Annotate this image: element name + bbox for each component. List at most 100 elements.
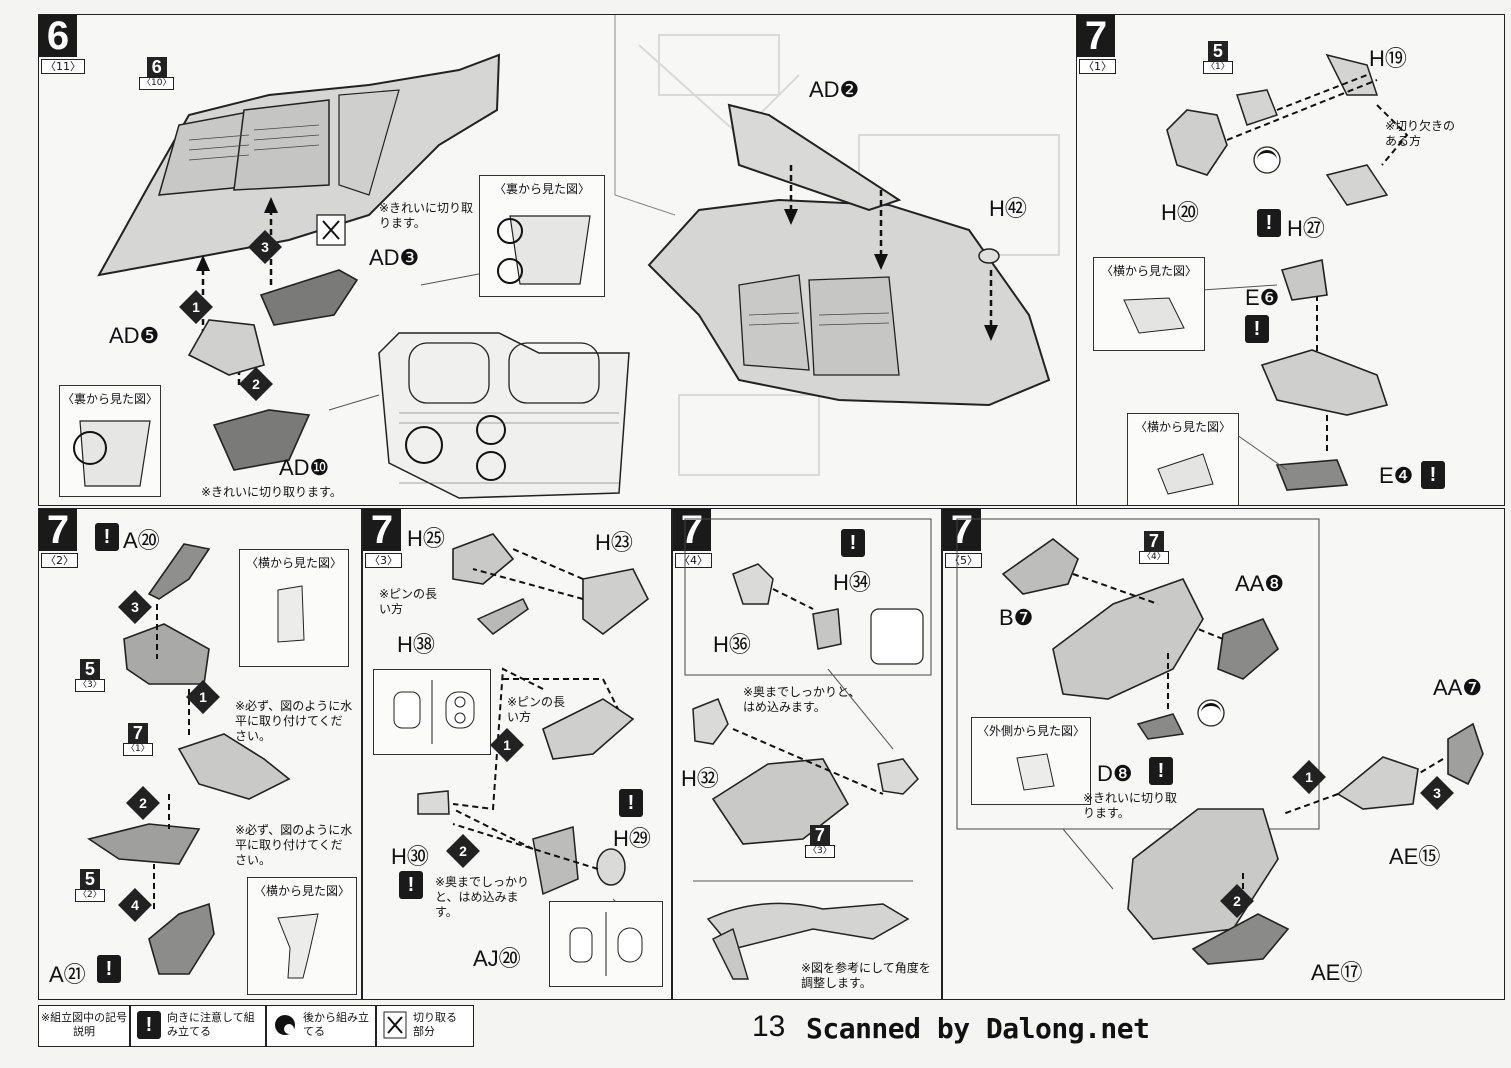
step-diamond-2: 2 [126,786,160,820]
exclamation-icon: ! [1149,757,1173,785]
legend-item-orientation: ! 向きに注意して組み立てる [130,1005,266,1047]
inset-title: 〈裏から見た図〉 [493,182,590,196]
step7-2-sub: 〈2〉 [41,553,78,568]
note-clean-cut-1: ※きれいに切り取ります。 [379,201,474,230]
step-diamond-1: 1 [490,728,524,762]
step7-4-ref: 7 〈3〉 [805,825,835,858]
scan-credit: Scanned by Dalong.net [806,1012,1150,1045]
step7-2-ref-1: 5 〈3〉 [75,659,105,692]
label-h32: H㉜ [681,766,719,791]
step7-1-ref: 5 〈1〉 [1203,41,1233,74]
ref-number: 7 [1143,531,1164,551]
step7-1-number: 7 [1077,15,1115,57]
label-ae17: AE⑰ [1311,960,1363,985]
ref-sub: 〈2〉 [75,889,105,902]
note-pin-long-1: ※ピンの長い方 [379,587,438,616]
label-h25: H㉕ [407,526,445,551]
label-a20: A⑳ [123,528,160,553]
label-a21: A㉑ [49,962,86,987]
step7-1-illustration [1166,53,1409,491]
inset-title: 〈横から見た図〉 [1134,420,1231,434]
note-push-in: ※奥までしっかりと、はめ込みます。 [743,685,861,714]
inset-title: 〈横から見た図〉 [245,556,342,570]
backpack-assembly-center [647,103,1051,407]
exclamation-icon: ! [97,955,121,983]
step7-5-panel: 7 〈5〉 7 〈4〉 B❼ AA❽ 〈外側から見た図〉 D❽ ! [942,508,1505,1000]
side-view-inset-1: 〈横から見た図〉 [239,549,349,667]
note-push-in: ※奥までしっかりと、はめ込みます。 [435,875,530,919]
ref-sub: 〈3〉 [75,679,105,692]
step7-4-sub: 〈4〉 [675,553,712,568]
label-d8: D❽ [1097,761,1133,786]
step6-sub: 〈11〉 [41,59,85,74]
step7-2-number: 7 [39,509,77,551]
label-aa7: AA❼ [1433,675,1483,700]
label-h38: H㊳ [397,632,435,657]
step7-4-panel: 7 〈4〉 ! H㉞ H㊱ ※奥までしっかりと、はめ込みます。 H㉜ 7 〈3〉… [672,508,942,1000]
legend-item-rear: 後から組み立てる [266,1005,376,1047]
legend-title: ※組立図中の記号説明 [38,1005,130,1047]
part-ad10 [212,409,311,471]
ref-sub: 〈3〉 [805,845,835,858]
step-diamond-4: 4 [118,888,152,922]
ref-number: 7 [809,825,830,845]
note-notch: ※切り欠きのある方 [1385,119,1456,148]
rear-view-inset-2: 〈裏から見た図〉 [59,385,161,497]
label-ae15: AE⑮ [1389,844,1441,869]
exclamation-icon: ! [399,871,423,899]
ref-sub: 〈1〉 [1203,61,1233,74]
outer-view-inset: 〈外側から見た図〉 [971,717,1091,805]
label-h36: H㊱ [713,632,751,657]
label-h30: H㉚ [391,844,429,869]
label-ad3: AD❸ [369,245,420,270]
legend-text: 向きに注意して組み立てる [167,1011,255,1038]
step7-4-illustration [684,518,932,980]
step-diamond-2: 2 [239,367,273,401]
step-diamond-3: 3 [1420,776,1454,810]
inset-title: 〈裏から見た図〉 [61,392,158,406]
part-h42 [978,248,1000,264]
step7-3-panel: 7 〈3〉 H㉕ H㉓ ※ピンの長い方 H㊳ ※ピンの長い方 1 2 H㉚ ! … [362,508,672,1000]
step7-1-sub: 〈1〉 [1079,59,1116,74]
pin-detail-inset [373,669,491,755]
step-diamond-1: 1 [1292,760,1326,794]
step7-3-number: 7 [363,509,401,551]
exclamation-icon: ! [841,529,865,557]
step7-1-panel: 7 〈1〉 5 〈1〉 H⑲ H⑳ ! H㉗ ※切り欠きのある方 E❻ ! E❹… [1076,14,1505,506]
legend-item-cut: 切り取る部分 [376,1005,474,1047]
ref-number: 5 [79,659,100,679]
step6-panel: 6 〈11〉 [38,14,1077,506]
note-pin-long-2: ※ピンの長い方 [507,695,566,724]
step6-number: 6 [39,15,77,57]
ref-sub: 〈10〉 [139,77,175,90]
note-adjust: ※図を参考にして角度を調整します。 [801,961,931,990]
step7-3-sub: 〈3〉 [365,553,402,568]
exclamation-icon: ! [1245,315,1269,343]
step6-illustration [97,15,1060,499]
label-ad10: AD❿ [279,455,330,480]
label-aj20: AJ⑳ [473,946,521,971]
ref-number: 6 [146,57,167,77]
step7-5-sub: 〈5〉 [945,553,982,568]
step7-3-illustration [417,533,650,920]
rear-view-inset-1: 〈裏から見た図〉 [479,175,605,297]
note-clean-cut: ※きれいに切り取ります。 [1083,791,1178,820]
ref-number: 7 [127,723,148,743]
step7-2-illustration [87,543,291,975]
part-ad5 [187,319,265,376]
exclamation-icon: ! [1421,461,1445,489]
symbol-legend: ※組立図中の記号説明 ! 向きに注意して組み立てる 後から組み立てる 切り取る部… [38,1005,474,1047]
inset-title: 〈横から見た図〉 [1100,264,1197,278]
step-diamond-3: 3 [248,230,282,264]
label-aa8: AA❽ [1235,571,1285,596]
label-e6: E❻ [1245,285,1280,310]
step7-2-ref-3: 5 〈2〉 [75,869,105,902]
side-view-inset-2: 〈横から見た図〉 [1127,413,1239,505]
note-clean-cut-2: ※きれいに切り取ります。 [201,485,342,499]
legend-text: 後から組み立てる [303,1011,369,1038]
label-h29: H㉙ [613,826,651,851]
inset-title: 〈横から見た図〉 [253,884,350,898]
backpack-assembly-left [97,53,501,277]
label-h23: H㉓ [595,530,633,555]
page-number: 13 [752,1010,786,1043]
